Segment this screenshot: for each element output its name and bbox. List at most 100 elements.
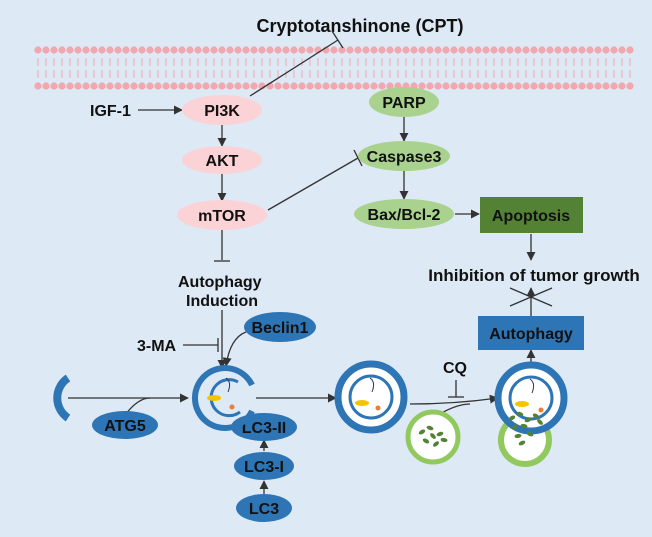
lipid-head (178, 82, 186, 90)
autophagy-induction-line-2: Induction (186, 293, 258, 310)
lipid-head (442, 82, 450, 90)
cpt-inhibit-pi3k-bar (331, 30, 344, 49)
lipid-head (370, 82, 378, 90)
lipid-head (578, 82, 586, 90)
lipid-head (66, 82, 74, 90)
lipid-head (298, 46, 306, 54)
lipid-head (34, 46, 42, 54)
lipid-head (354, 46, 362, 54)
lipid-head (90, 82, 98, 90)
autolysosome-icon (494, 361, 568, 467)
lipid-head (258, 46, 266, 54)
lipid-head (394, 46, 402, 54)
lipid-head (610, 82, 618, 90)
lipid-head (474, 46, 482, 54)
lipid-head (82, 46, 90, 54)
lipid-head (34, 82, 42, 90)
enzyme-dot (508, 415, 516, 421)
lipid-head (282, 46, 290, 54)
lipid-head (514, 82, 522, 90)
lc3i-label: LC3-I (244, 459, 284, 476)
lipid-head (58, 46, 66, 54)
igf1-label: IGF-1 (90, 103, 131, 120)
enzyme-dot (426, 425, 434, 431)
lipid-head (186, 82, 194, 90)
lipid-head (154, 82, 162, 90)
cpt-title: Cryptotanshinone (CPT) (257, 16, 464, 36)
lipid-head (570, 82, 578, 90)
lipid-head (546, 82, 554, 90)
autophagy-induction-label: Autophagy Induction (178, 274, 266, 310)
lipid-head (570, 46, 578, 54)
lipid-head (490, 46, 498, 54)
enzyme-dot (436, 431, 444, 437)
connectors (68, 30, 553, 496)
autolysosome-enzymes (508, 411, 543, 446)
lipid-head (266, 46, 274, 54)
lipid-head (66, 46, 74, 54)
akt-label: AKT (206, 153, 239, 170)
lipid-head (586, 46, 594, 54)
lipid-head (250, 82, 258, 90)
lipid-head (130, 82, 138, 90)
lipid-head (370, 46, 378, 54)
apoptosis-box: Apoptosis (480, 197, 583, 233)
beclin1-to-vesicle-arrow (222, 331, 247, 367)
autophagy-label: Autophagy (489, 326, 573, 343)
lipid-head (162, 82, 170, 90)
mtor-node: mTOR (177, 200, 267, 230)
lipid-head (402, 46, 410, 54)
lipid-head (226, 82, 234, 90)
lipid-head (114, 46, 122, 54)
lipid-head (58, 82, 66, 90)
lipid-head (450, 46, 458, 54)
lipid-head (554, 46, 562, 54)
parp-label: PARP (382, 95, 426, 112)
lipid-head (290, 82, 298, 90)
autophagy-induction-line-1: Autophagy (178, 274, 262, 291)
lipid-head (522, 46, 530, 54)
lipid-head (186, 46, 194, 54)
parp-node: PARP (369, 87, 439, 117)
lipid-head (498, 82, 506, 90)
lipid-head (298, 82, 306, 90)
enzyme-dot (532, 413, 540, 419)
enzyme-dot (518, 440, 526, 446)
lipid-head (338, 46, 346, 54)
lipid-head (202, 46, 210, 54)
lipid-head (610, 46, 618, 54)
lipid-head (250, 46, 258, 54)
lipid-head (274, 46, 282, 54)
lipid-head (522, 82, 530, 90)
lipid-head (506, 46, 514, 54)
enzyme-dot (516, 411, 524, 417)
lipid-head (194, 82, 202, 90)
lipid-head (138, 46, 146, 54)
enzyme-dot (524, 417, 532, 423)
lipid-head (450, 82, 458, 90)
enzyme-dot (514, 433, 522, 439)
lipid-head (386, 46, 394, 54)
autophagosome-forming-icon (191, 365, 255, 431)
cq-label: CQ (443, 360, 467, 377)
lipid-head (378, 82, 386, 90)
lipid-head (594, 82, 602, 90)
lipid-head (434, 46, 442, 54)
lipid-head (498, 46, 506, 54)
lipid-head (322, 82, 330, 90)
pi3k-node: PI3K (182, 95, 262, 125)
lipid-head (42, 82, 50, 90)
pi3k-label: PI3K (204, 103, 240, 120)
lipid-head (202, 82, 210, 90)
vesicle2-to-vesicle3-arrow (409, 394, 499, 405)
lipid-head (138, 82, 146, 90)
lipid-head (458, 46, 466, 54)
lipid-head (234, 46, 242, 54)
lipid-head (618, 82, 626, 90)
bax-bcl2-label: Bax/Bcl-2 (368, 207, 441, 224)
mtor-label: mTOR (198, 208, 246, 225)
lipid-head (234, 82, 242, 90)
lipid-head (346, 82, 354, 90)
lipid-head (146, 46, 154, 54)
enzyme-dot (422, 438, 430, 444)
